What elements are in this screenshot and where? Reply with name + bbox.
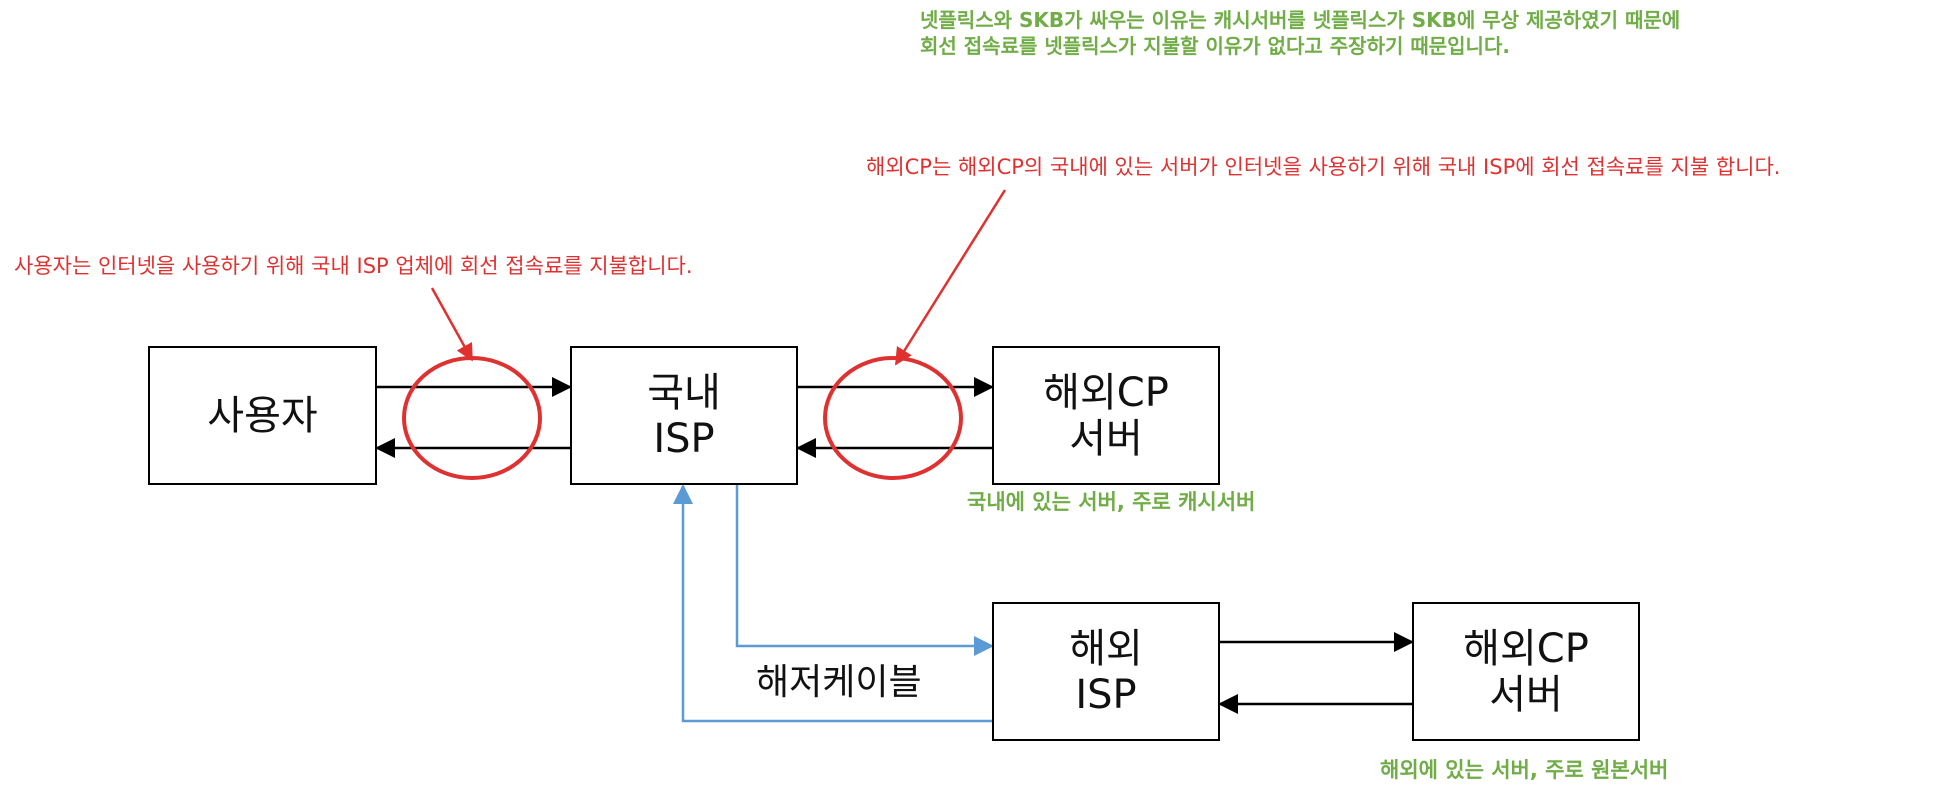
node-origin-server-line2: 서버 (1489, 671, 1563, 718)
node-overseas-cp-origin-server: 해외CP 서버 (1412, 602, 1640, 741)
highlight-circle-isp-cp-link (823, 356, 963, 480)
note-user-fee: 사용자는 인터넷을 사용하기 위해 국내 ISP 업체에 회선 접속료를 지불합… (14, 254, 693, 278)
note-overseas-cp-fee: 해외CP는 해외CP의 국내에 있는 서버가 인터넷을 사용하기 위해 국내 I… (866, 155, 1781, 179)
pointer-arrow-user-fee (430, 287, 474, 362)
pointer-arrow-cp-fee (894, 189, 1007, 366)
label-submarine-cable: 해저케이블 (756, 662, 922, 703)
node-domestic-isp-line2: ISP (653, 415, 715, 462)
note-netflix-skb-line2: 회선 접속료를 넷플릭스가 지불할 이유가 없다고 주장하기 때문입니다. (920, 34, 1510, 58)
note-overseas-origin-server: 해외에 있는 서버, 주로 원본서버 (1380, 758, 1669, 782)
node-domestic-isp: 국내 ISP (570, 346, 798, 485)
node-cache-server-line2: 서버 (1069, 415, 1143, 462)
note-domestic-cache-server: 국내에 있는 서버, 주로 캐시서버 (967, 490, 1256, 514)
node-user-label: 사용자 (207, 392, 318, 439)
highlight-circle-user-isp-link (402, 356, 542, 480)
node-user: 사용자 (148, 346, 377, 485)
node-overseas-isp-line1: 해외 (1069, 625, 1143, 672)
cable-overseas-to-domestic-isp (673, 484, 992, 723)
node-cache-server-line1: 해외CP (1043, 369, 1169, 416)
node-origin-server-line1: 해외CP (1463, 625, 1589, 672)
note-netflix-skb-line1: 넷플릭스와 SKB가 싸우는 이유는 캐시서버를 넷플릭스가 SKB에 무상 제… (920, 8, 1681, 32)
node-domestic-isp-line1: 국내 (647, 369, 721, 416)
node-overseas-isp: 해외 ISP (992, 602, 1220, 741)
node-overseas-cp-cache-server: 해외CP 서버 (992, 346, 1220, 485)
cable-domestic-to-overseas-isp (735, 484, 994, 656)
node-overseas-isp-line2: ISP (1075, 671, 1137, 718)
